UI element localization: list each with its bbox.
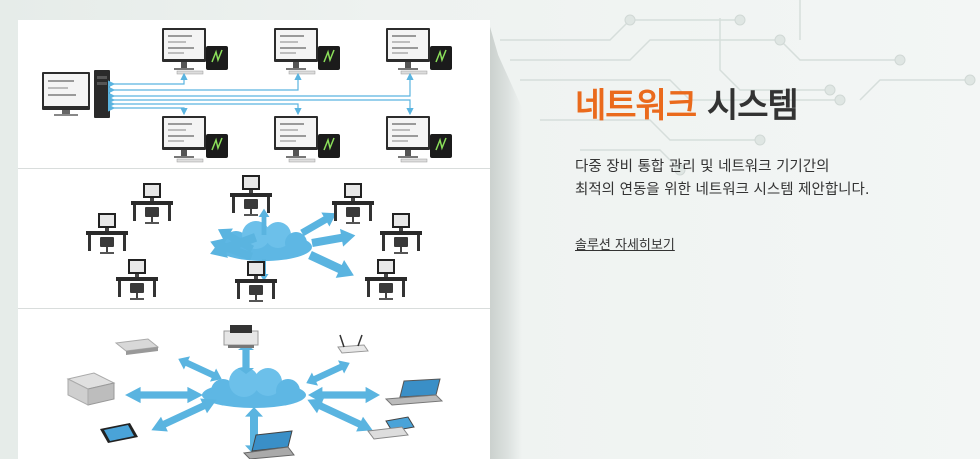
- banner-description: 다중 장비 통합 관리 및 네트워크 기기간의 최적의 연동을 위한 네트워크 …: [575, 156, 955, 202]
- router-icon: [337, 334, 369, 354]
- host-pc-icon: [42, 70, 110, 118]
- description-line: 다중 장비 통합 관리 및 네트워크 기기간의: [575, 159, 830, 175]
- terminal-icon: [273, 115, 341, 163]
- multi-terminal-diagram: [18, 20, 490, 169]
- tablet-icon: [100, 423, 138, 443]
- cloud-icon: [202, 367, 306, 408]
- workstation-icon: [331, 182, 375, 224]
- terminal-icon: [273, 27, 341, 75]
- workstation-icon: [115, 258, 159, 300]
- circuit-background: [500, 0, 976, 176]
- laptop-icon: [384, 378, 444, 406]
- solution-detail-link[interactable]: 솔루션 자세히보기: [575, 238, 675, 253]
- terminal-icon: [385, 115, 453, 163]
- banner-title-accent: 네트워크: [575, 86, 697, 126]
- terminal-icon: [161, 27, 229, 75]
- workstation-cloud-diagram: [18, 169, 490, 309]
- illustration-panel: [18, 20, 490, 459]
- server-box-icon: [66, 372, 116, 406]
- workstation-icon: [229, 174, 273, 216]
- storage-device-icon: [114, 338, 160, 355]
- connection-lines: [108, 72, 414, 116]
- banner-title-rest: 시스템: [706, 86, 799, 126]
- printer-icon: [223, 325, 259, 348]
- device-cloud-diagram: [18, 309, 490, 459]
- description-line: 최적의 연동을 위한 네트워크 시스템 제안합니다.: [575, 182, 870, 198]
- workstation-icon: [379, 212, 423, 254]
- laptop-icon: [242, 430, 295, 459]
- terminal-icon: [161, 115, 229, 163]
- banner-title: 네트워크 시스템: [575, 86, 955, 126]
- banner-text: 네트워크 시스템 다중 장비 통합 관리 및 네트워크 기기간의 최적의 연동을…: [575, 86, 955, 202]
- workstation-icon: [364, 258, 408, 300]
- workstation-icon: [234, 260, 278, 302]
- workstation-icon: [85, 212, 129, 254]
- tablet-keyboard-icon: [367, 416, 415, 440]
- terminal-icon: [385, 27, 453, 75]
- workstation-icon: [130, 182, 174, 224]
